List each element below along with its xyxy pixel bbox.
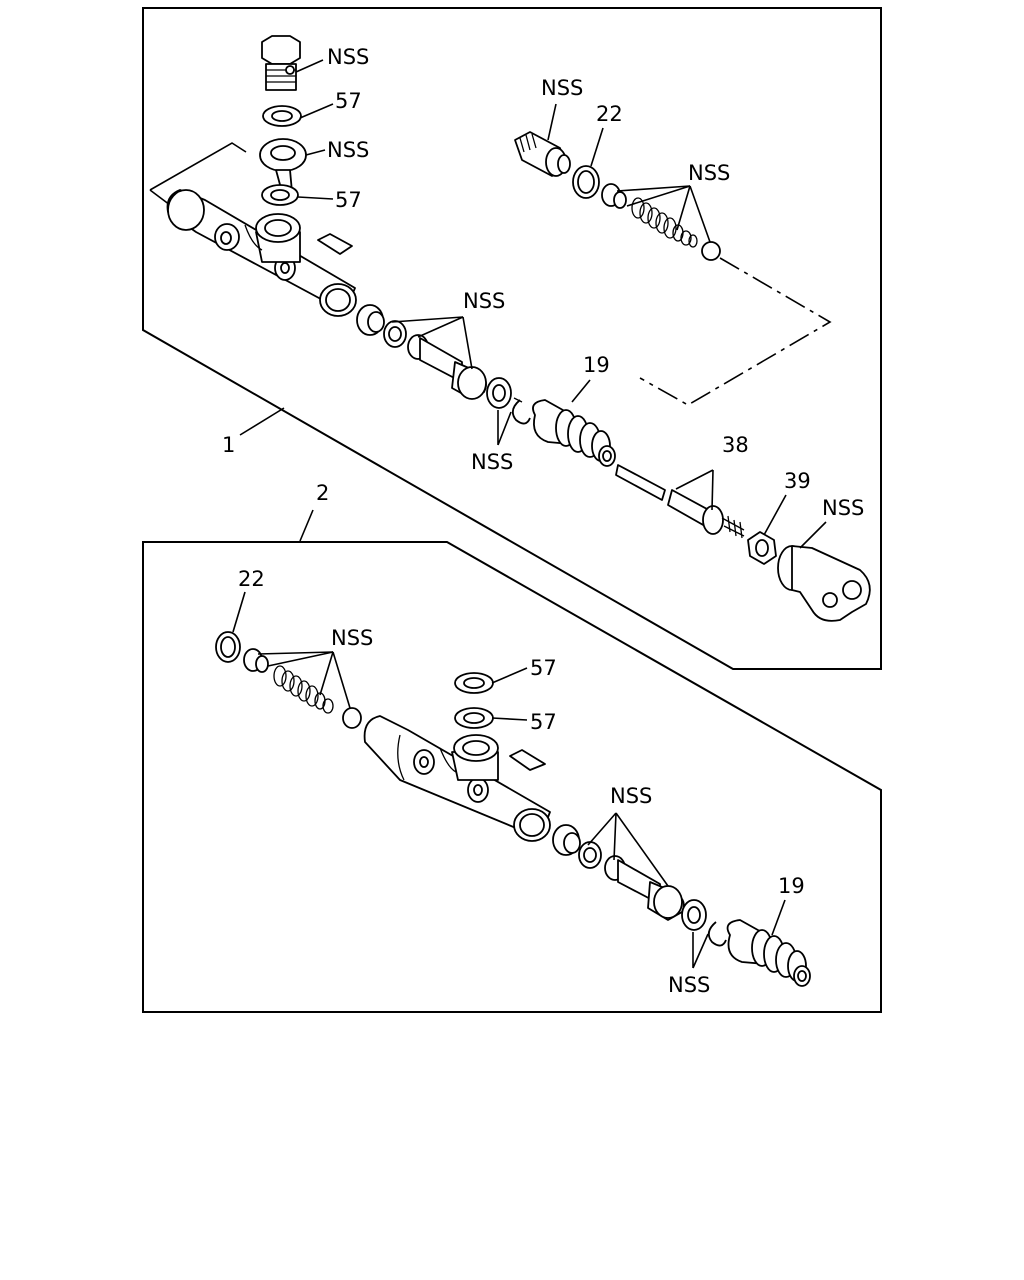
callout-washer-top: 57 xyxy=(335,89,362,113)
assembly-1-parts xyxy=(149,35,871,622)
callout-piston-group-b: NSS xyxy=(610,784,652,808)
assembly-2-parts xyxy=(215,591,811,987)
assembly-2-frame xyxy=(142,541,882,1013)
lock-nut xyxy=(747,531,777,565)
callout-banjo-bolt: NSS xyxy=(327,45,369,69)
assembly-1-frame xyxy=(142,7,882,670)
callout-o-ring-b: 22 xyxy=(238,567,265,591)
piston-seal-group-a xyxy=(356,304,487,400)
callout-spring-group-a: NSS xyxy=(688,161,730,185)
callout-washer-b-bottom: 57 xyxy=(530,710,557,734)
callout-boot-b: 19 xyxy=(778,874,805,898)
callout-snap-ring-group-a: NSS xyxy=(471,450,513,474)
piston-seal-group-b xyxy=(552,824,685,921)
sealing-washer-top xyxy=(262,105,302,127)
snap-ring-group-a xyxy=(486,377,531,425)
sealing-washer-b-bottom xyxy=(454,707,494,729)
dust-boot-b xyxy=(726,919,811,987)
clevis-yoke xyxy=(777,545,871,622)
callout-boot-a: 19 xyxy=(583,353,610,377)
push-rod xyxy=(615,464,745,539)
o-ring-22-b xyxy=(215,631,241,663)
callout-labels: 1 2 NSS 57 NSS 57 NSS 22 NSS NSS 19 NSS … xyxy=(222,45,864,997)
snap-ring-group-b xyxy=(681,899,727,947)
dust-boot-a xyxy=(532,399,616,467)
banjo-bolt xyxy=(261,35,301,91)
spring-valve-group-a xyxy=(601,183,721,261)
bleeder-fitting xyxy=(514,131,571,177)
o-ring-22-a xyxy=(572,165,600,199)
sealing-washer-b-top xyxy=(454,672,494,694)
callout-assembly-1: 1 xyxy=(222,433,235,457)
callout-washer-bottom: 57 xyxy=(335,188,362,212)
cylinder-body-2 xyxy=(363,715,551,842)
callout-pushrod: 38 xyxy=(722,433,749,457)
callout-spring-group-b: NSS xyxy=(331,626,373,650)
sealing-washer-bottom xyxy=(261,184,299,206)
spring-valve-group-b xyxy=(243,648,362,729)
callout-o-ring-a: 22 xyxy=(596,102,623,126)
callout-eye-fitting: NSS xyxy=(327,138,369,162)
callout-nut: 39 xyxy=(784,469,811,493)
callout-assembly-2: 2 xyxy=(316,481,329,505)
callout-piston-group-a: NSS xyxy=(463,289,505,313)
callout-washer-b-top: 57 xyxy=(530,656,557,680)
callout-bleeder: NSS xyxy=(541,76,583,100)
eye-fitting xyxy=(259,138,307,193)
callout-clevis: NSS xyxy=(822,496,864,520)
cylinder-body-1 xyxy=(166,189,357,317)
callout-snap-ring-group-b: NSS xyxy=(668,973,710,997)
